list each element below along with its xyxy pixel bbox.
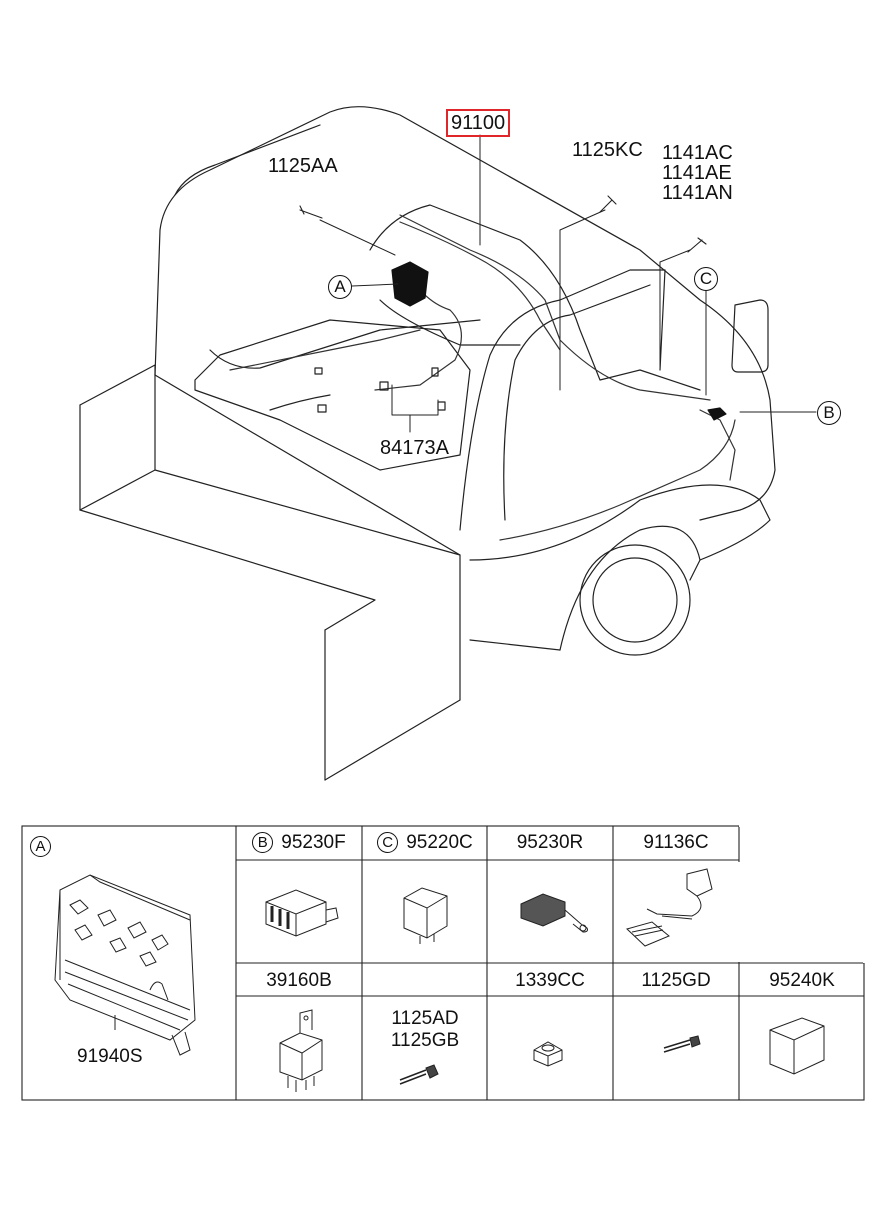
part-1125gd[interactable]: 1125GD xyxy=(641,970,711,991)
mirror xyxy=(731,299,769,373)
vehicle-wiring-illustration xyxy=(79,106,817,781)
callout-a-table[interactable]: A xyxy=(30,836,51,858)
floor-panel xyxy=(194,319,471,471)
header-c: C 95220C xyxy=(364,832,486,854)
bolt-right-label-2[interactable]: 1141AE xyxy=(662,162,732,184)
relay-95220c-icon xyxy=(403,887,448,944)
harness-91136c-icon xyxy=(626,868,713,947)
dashboard xyxy=(369,204,701,391)
part-91136c[interactable]: 91136C xyxy=(643,832,709,853)
fender xyxy=(469,484,771,581)
bolt-top-label[interactable]: 1125KC xyxy=(572,139,643,161)
leader-1125aa xyxy=(319,219,396,256)
nut-1339cc-icon xyxy=(533,1041,563,1067)
callout-c[interactable]: C xyxy=(694,267,718,291)
leader-a xyxy=(351,283,399,287)
bolt-1125aa xyxy=(299,205,323,219)
part-95230r[interactable]: 95230R xyxy=(516,832,584,853)
part-91940s[interactable]: 91940S xyxy=(77,1046,143,1067)
callout-c-table[interactable]: C xyxy=(377,832,399,854)
part-39160b[interactable]: 39160B xyxy=(266,970,332,991)
part-1339cc[interactable]: 1339CC xyxy=(515,970,585,991)
connector-95230r-icon xyxy=(520,893,588,933)
part-1125gb[interactable]: 1125GB xyxy=(390,1030,460,1051)
module-95240k-icon xyxy=(769,1017,825,1075)
bed-outline xyxy=(79,364,156,511)
roof-edge xyxy=(174,124,321,196)
main-part-label[interactable]: 91100 xyxy=(446,109,511,137)
cell-a-letter: A xyxy=(30,836,59,858)
bolt-1125gd-icon xyxy=(663,1035,701,1053)
cab-outline xyxy=(154,106,776,521)
callout-a[interactable]: A xyxy=(328,275,352,299)
part-1125ad[interactable]: 1125AD xyxy=(391,1008,459,1029)
part-95240k[interactable]: 95240K xyxy=(769,970,835,991)
bolt-left-label[interactable]: 1125AA xyxy=(268,155,338,177)
leader-1125kc xyxy=(559,209,606,391)
wheel-arch xyxy=(559,525,701,651)
callout-b-table[interactable]: B xyxy=(252,832,274,854)
relay-95230f-icon xyxy=(265,889,339,937)
relay-39160b-icon xyxy=(279,1009,323,1092)
leader-1141 xyxy=(659,249,691,371)
fuse-box-illustration xyxy=(54,874,196,1056)
part-95220c[interactable]: 95220C xyxy=(406,832,473,853)
floor-clip-label[interactable]: 84173A xyxy=(380,437,449,459)
part-95230f[interactable]: 95230F xyxy=(281,832,346,853)
bolt-right-label-1[interactable]: 1141AC xyxy=(662,142,733,164)
bolt-right-label-3[interactable]: 1141AN xyxy=(662,182,733,204)
header-b: B 95230F xyxy=(238,832,360,854)
bolt-1141 xyxy=(687,237,707,253)
leader-84173a xyxy=(391,384,439,416)
harness-main xyxy=(399,214,711,401)
bolt-1125kc xyxy=(599,195,617,213)
wheel xyxy=(579,544,691,656)
a-pillar xyxy=(459,269,666,531)
connector-b xyxy=(707,407,727,421)
fuse-box-a xyxy=(391,261,429,307)
bolt-1125ad-icon xyxy=(399,1064,439,1085)
callout-b[interactable]: B xyxy=(817,401,841,425)
